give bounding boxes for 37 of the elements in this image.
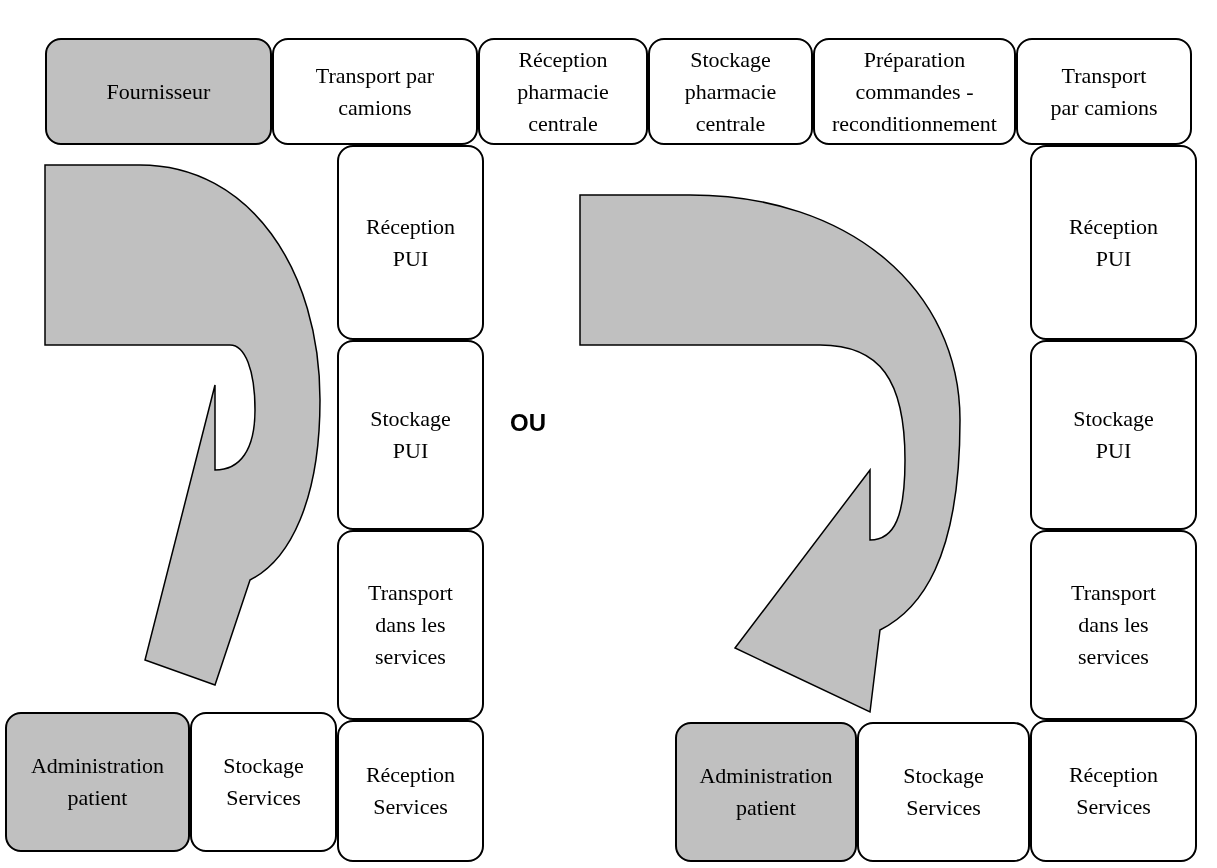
process-box (1030, 145, 1197, 340)
box-label: Transport dans les services (1070, 579, 1157, 671)
box-label: Transport dans les services (367, 579, 454, 671)
process-box (857, 722, 1030, 862)
process-box (5, 712, 190, 852)
box-label: Réception Services (364, 761, 457, 821)
process-box (272, 38, 478, 145)
box-label: Réception Services (1067, 761, 1160, 821)
process-box (813, 38, 1016, 145)
process-box (648, 38, 813, 145)
separator-label: OU (510, 408, 546, 438)
box-label: Stockage pharmacie centrale (683, 45, 778, 138)
box-label: Administration patient (29, 752, 166, 812)
box-label: Stockage Services (222, 752, 305, 812)
process-box (1016, 38, 1192, 145)
box-label: Administration patient (698, 762, 834, 822)
box-label: Transport par camions (314, 61, 436, 122)
process-box (1030, 530, 1197, 720)
process-box (1030, 340, 1197, 530)
box-label: Réception PUI (1067, 212, 1160, 273)
process-box (45, 38, 272, 145)
box-label: Transport par camions (1050, 61, 1158, 122)
box-label: Préparation commandes - reconditionnement (832, 45, 997, 138)
box-label: Réception pharmacie centrale (516, 45, 610, 138)
process-box (1030, 720, 1197, 862)
box-label: Réception PUI (364, 212, 457, 273)
box-label: Stockage Services (902, 762, 985, 822)
process-box (337, 530, 484, 720)
process-box (675, 722, 857, 862)
process-box (478, 38, 648, 145)
process-box (337, 145, 484, 340)
process-box (190, 712, 337, 852)
process-box (337, 720, 484, 862)
box-label: Fournisseur (106, 77, 211, 106)
box-label: Stockage PUI (1072, 405, 1155, 465)
box-label: Stockage PUI (369, 405, 452, 465)
process-box (337, 340, 484, 530)
